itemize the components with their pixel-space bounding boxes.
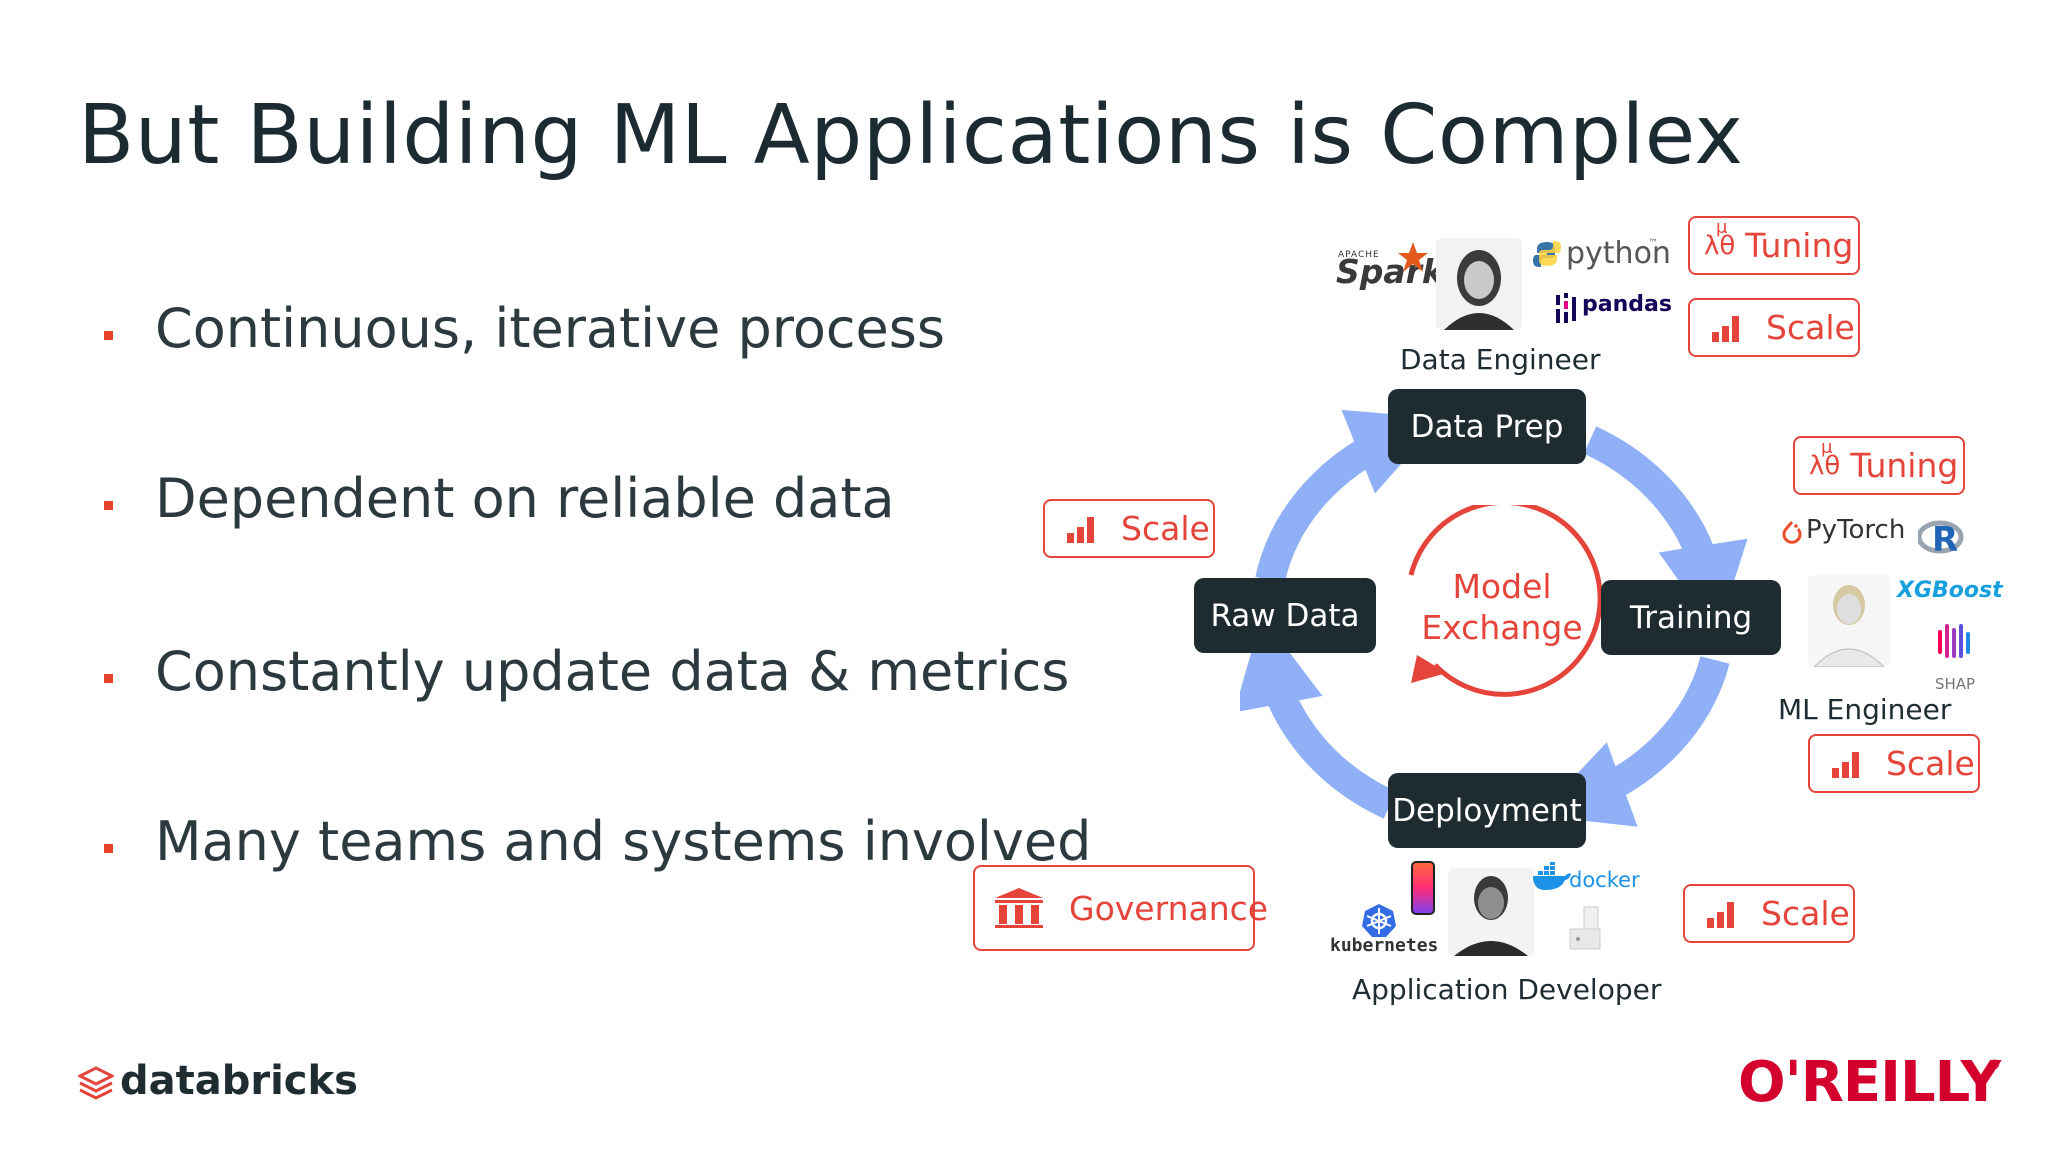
tuning-icon: λθ μ	[1704, 217, 1736, 261]
smartphone-icon	[1411, 861, 1435, 915]
tuning-icon: λθ μ	[1809, 437, 1841, 481]
databricks-logo-icon	[78, 1066, 114, 1100]
tag-label: Scale	[1886, 744, 1975, 783]
role-data-engineer: Data Engineer	[1400, 343, 1601, 376]
bullet-text: Constantly update data & metrics	[155, 640, 1070, 703]
stage-raw-data: Raw Data	[1194, 578, 1376, 653]
pandas-logo-text: pandas	[1582, 292, 1672, 317]
stage-data-prep: Data Prep	[1388, 389, 1586, 464]
bar-chart-icon	[1067, 515, 1099, 543]
python-logo-text: python	[1566, 236, 1671, 271]
arrow-raw-to-prep	[1255, 409, 1442, 584]
pytorch-logo-text: PyTorch	[1806, 515, 1906, 545]
model-exchange-cycle	[1408, 505, 1603, 697]
tag-governance: Governance	[973, 865, 1268, 951]
tag-label: Scale	[1766, 308, 1855, 347]
tag-label: Tuning	[1745, 226, 1854, 265]
r-logo-icon	[1918, 520, 1964, 554]
python-tm: ™	[1648, 238, 1658, 249]
oreilly-registered-mark: ®	[1988, 1058, 2001, 1073]
bar-chart-icon	[1712, 314, 1744, 342]
tuning-glyph-sup: μ	[1821, 436, 1833, 458]
arrow-deploy-to-raw	[1240, 615, 1397, 819]
bullet-marker	[104, 501, 113, 510]
pytorch-icon	[1782, 521, 1802, 544]
stage-deployment: Deployment	[1388, 773, 1586, 848]
bank-icon	[995, 888, 1043, 928]
python-icon	[1533, 241, 1561, 267]
kubernetes-logo-text: kubernetes	[1330, 935, 1439, 956]
bullet-text: Many teams and systems involved	[155, 810, 1092, 873]
bar-chart-icon	[1707, 900, 1739, 928]
bullet-marker	[104, 331, 113, 340]
tag-scale-top: Scale	[1688, 298, 1860, 357]
model-exchange-label: Model Exchange	[1412, 566, 1592, 648]
tag-label: Tuning	[1850, 446, 1959, 485]
arrow-training-to-deploy	[1537, 655, 1730, 827]
center-line1: Model	[1452, 567, 1552, 606]
docker-logo-text: docker	[1569, 868, 1640, 892]
tuning-glyph: λθ	[1809, 450, 1841, 481]
role-application-developer: Application Developer	[1352, 973, 1662, 1006]
bullet-marker	[104, 674, 113, 683]
tuning-glyph-sup: μ	[1716, 216, 1728, 238]
stage-training: Training	[1601, 580, 1781, 655]
pandas-icon	[1556, 293, 1576, 323]
bar-chart-icon	[1832, 750, 1864, 778]
spark-star-icon	[1398, 242, 1428, 272]
ml-engineer-avatar	[1808, 575, 1890, 667]
kubernetes-icon	[1362, 904, 1396, 937]
slide-title: But Building ML Applications is Complex	[78, 88, 1744, 183]
bullet-marker	[104, 844, 113, 853]
tag-tuning-right: λθ μ Tuning	[1793, 436, 1965, 495]
cycle-arrows	[1240, 409, 1748, 827]
app-developer-avatar	[1448, 868, 1534, 956]
tag-label: Governance	[1069, 888, 1269, 928]
tag-scale-left: Scale	[1043, 499, 1215, 558]
role-ml-engineer: ML Engineer	[1778, 693, 1952, 726]
console-icon	[1569, 906, 1601, 950]
spark-logo-small: APACHE	[1338, 250, 1380, 260]
tag-label: Scale	[1121, 509, 1210, 548]
r-logo-text: R	[1932, 520, 1959, 560]
databricks-logo-text: databricks	[120, 1058, 358, 1104]
tag-scale-bottom: Scale	[1683, 884, 1855, 943]
tag-label: Scale	[1761, 894, 1850, 933]
data-engineer-avatar	[1436, 238, 1522, 330]
bullet-text: Continuous, iterative process	[155, 297, 946, 360]
center-line2: Exchange	[1421, 608, 1583, 647]
bullet-text: Dependent on reliable data	[155, 467, 895, 530]
shap-icon	[1938, 624, 1970, 658]
docker-icon	[1533, 862, 1571, 890]
shap-logo-text: SHAP	[1935, 675, 1976, 693]
tag-scale-right: Scale	[1808, 734, 1980, 793]
oreilly-logo: O'REILLY	[1738, 1050, 2001, 1115]
spark-logo: Spark	[1336, 252, 1444, 291]
xgboost-logo-text: XGBoost	[1897, 578, 2003, 603]
tuning-glyph: λθ	[1704, 230, 1736, 261]
arrow-prep-to-training	[1583, 426, 1748, 635]
tag-tuning-top: λθ μ Tuning	[1688, 216, 1860, 275]
